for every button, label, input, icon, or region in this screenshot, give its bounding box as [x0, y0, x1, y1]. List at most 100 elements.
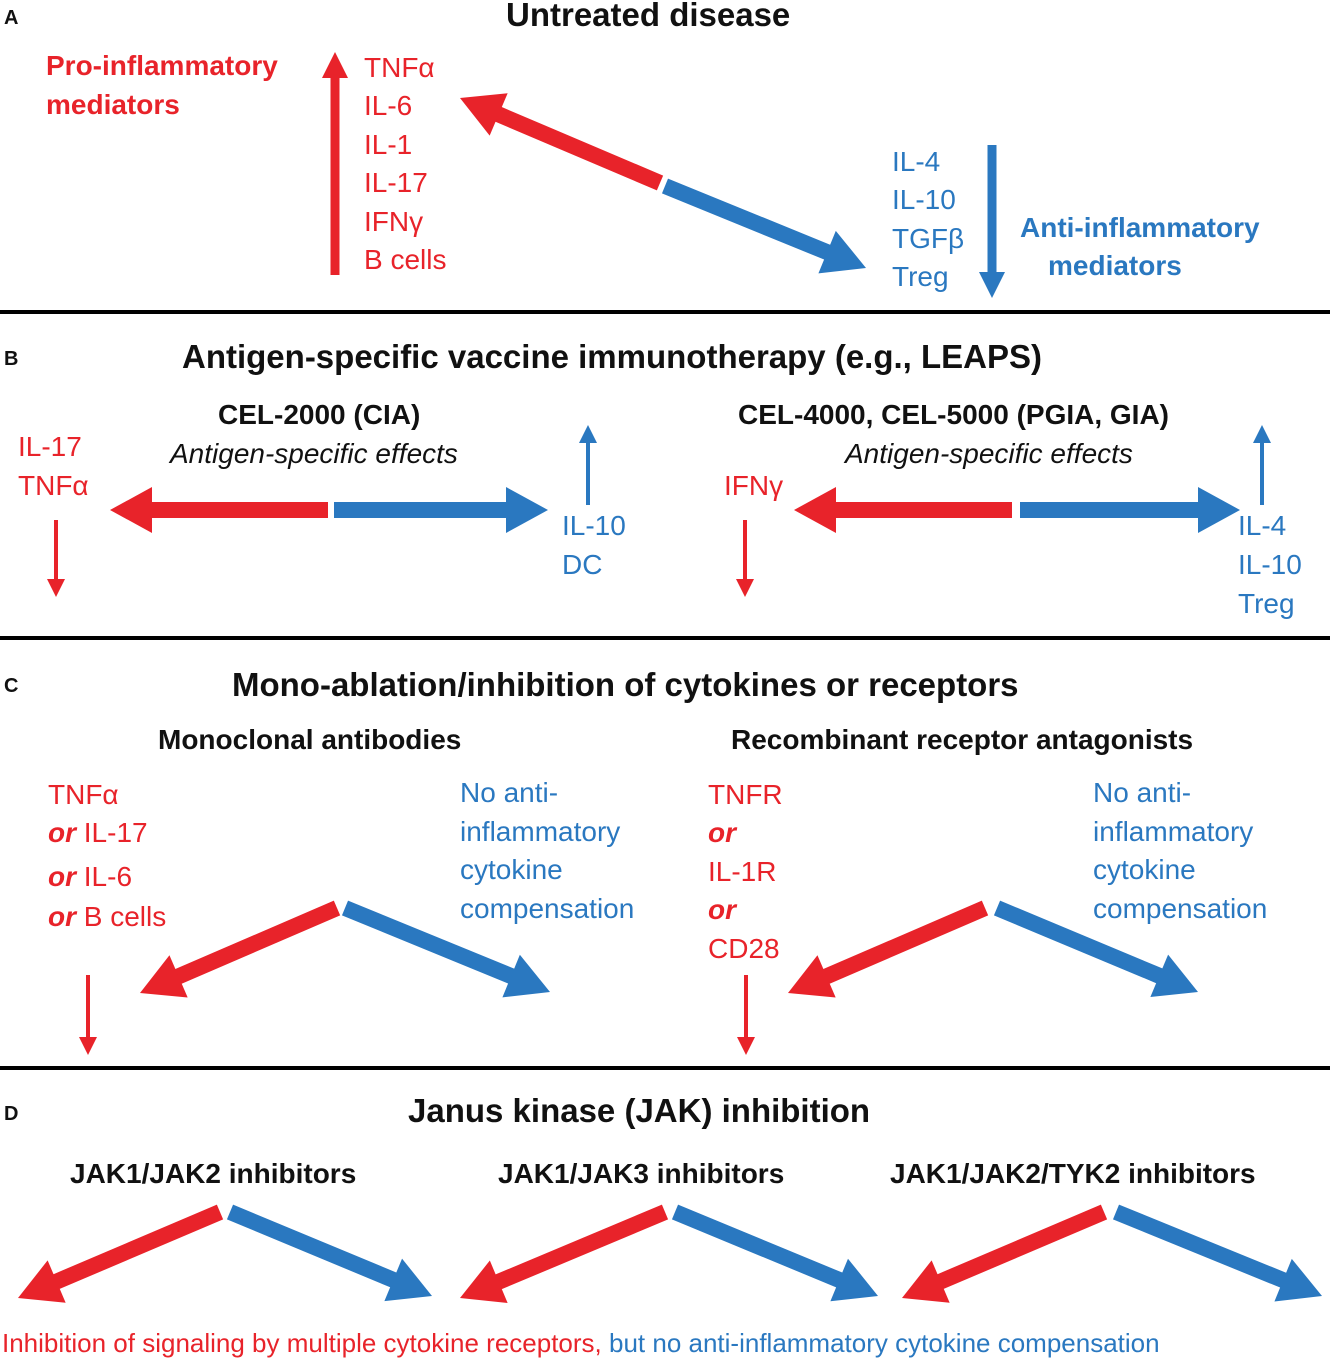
d-group-1-blue-arrow-shaft — [226, 1204, 398, 1288]
anti-label-line-2: mediators — [1048, 250, 1182, 281]
panel-b-left-up-dc: DC — [562, 549, 603, 580]
b-left-red-arrow — [110, 487, 328, 533]
anti-diagonal-arrow-shaft — [661, 178, 832, 260]
c-left-red-arrow-shaft — [174, 900, 341, 985]
or-connector: or — [48, 817, 76, 848]
c-right-blue-arrow-shaft — [993, 900, 1164, 984]
jak-group-1-label: JAK1/JAK2 inhibitors — [70, 1158, 357, 1189]
d-group-3-blue-arrow-head — [1274, 1258, 1322, 1302]
panel-d-title: Janus kinase (JAK) inhibition — [408, 1092, 871, 1129]
c-right-down-arrow-head — [737, 1037, 755, 1055]
b-left-up-arrow-head — [579, 425, 597, 443]
b-left-down-arrow — [47, 520, 65, 597]
pro-up-arrow — [322, 52, 348, 275]
pro-item-bcells: B cells — [364, 244, 447, 275]
or-connector: or — [48, 901, 76, 932]
d-group-2-blue-arrow-shaft — [671, 1204, 844, 1288]
panel-c-right-blue-3: cytokine — [1093, 854, 1196, 885]
or-connector: or — [708, 817, 736, 848]
panel-b-right-subheading: Antigen-specific effects — [845, 438, 1133, 469]
d-group-1-blue-arrow-head — [384, 1258, 432, 1302]
panel-c-left-blue-1: No anti- — [460, 777, 559, 808]
b-right-up-arrow-head — [1253, 425, 1271, 443]
c-right-red-arrow-head — [788, 955, 836, 998]
panel-b-left-down-tnfa: TNFα — [18, 470, 89, 501]
c-right-blue-arrow — [993, 900, 1198, 998]
panel-b-right-up-treg: Treg — [1238, 588, 1295, 619]
d-group-2-blue-arrow-head — [830, 1258, 878, 1302]
c-left-blue-arrow — [341, 900, 550, 998]
footer-red-text: Inhibition of signaling by multiple cyto… — [2, 1328, 602, 1358]
d-group-2-blue-arrow — [671, 1204, 878, 1302]
c-left-blue-arrow-shaft — [341, 900, 516, 984]
d-group-2-red-arrow — [460, 1204, 669, 1303]
c-left-blue-arrow-head — [502, 954, 550, 998]
panel-d-letter: D — [4, 1103, 19, 1125]
pro-label-line-2: mediators — [46, 89, 180, 120]
panel-c-left-red-row-1: or IL-17 — [48, 819, 148, 847]
b-left-down-arrow-head — [47, 579, 65, 597]
b-right-blue-arrow — [1020, 487, 1240, 533]
c-right-red-arrow — [788, 900, 989, 998]
or-connector: or — [708, 894, 736, 925]
b-right-red-arrow-head — [794, 487, 836, 533]
panel-b-right-down-ifng: IFNγ — [724, 470, 784, 501]
jak-group-3-label: JAK1/JAK2/TYK2 inhibitors — [890, 1158, 1256, 1189]
panel-b-right-up-il4: IL-4 — [1238, 510, 1287, 541]
panel-a-letter: A — [4, 7, 19, 29]
b-right-down-arrow — [736, 520, 754, 597]
panel-c-left-red-tnfa: TNFα — [48, 779, 119, 810]
panel-c-left-red-il6: IL-6 — [83, 861, 133, 892]
panel-a-title: Untreated disease — [506, 0, 791, 33]
c-left-red-arrow — [140, 900, 341, 998]
pro-label-line-1: Pro-inflammatory — [46, 50, 278, 81]
anti-label-line-1: Anti-inflammatory — [1020, 212, 1260, 243]
b-left-up-arrow — [579, 425, 597, 505]
d-group-3-red-arrow-head — [902, 1260, 950, 1303]
d-group-1-blue-arrow — [226, 1204, 432, 1302]
anti-item-il10: IL-10 — [892, 184, 956, 215]
panel-c-left-red-il17: IL-17 — [83, 817, 148, 848]
anti-item-treg: Treg — [892, 261, 949, 292]
b-right-red-arrow — [794, 487, 1012, 533]
d-group-3-red-arrow-shaft — [936, 1204, 1108, 1290]
pro-item-ifng: IFNγ — [364, 206, 424, 237]
b-right-blue-arrow-head — [1198, 487, 1240, 533]
c-right-blue-arrow-head — [1150, 954, 1198, 998]
b-left-blue-arrow-head — [506, 487, 548, 533]
panel-c-title: Mono-ablation/inhibition of cytokines or… — [232, 666, 1019, 703]
anti-down-arrow-head — [979, 272, 1005, 298]
b-right-down-arrow-head — [736, 579, 754, 597]
d-group-3-blue-arrow — [1112, 1204, 1322, 1302]
d-group-1-red-arrow-head — [18, 1260, 66, 1303]
panel-b-left-subheading: Antigen-specific effects — [170, 438, 458, 469]
pro-diagonal-arrow — [460, 93, 664, 191]
panel-c-right-red-cd28: CD28 — [708, 933, 780, 964]
c-right-down-arrow — [737, 975, 755, 1055]
or-connector: or — [48, 861, 76, 892]
pro-item-tnfa: TNFα — [364, 52, 435, 83]
panel-b-right-up-il10: IL-10 — [1238, 549, 1302, 580]
panel-b-left-up-il10: IL-10 — [562, 510, 626, 541]
pro-diagonal-arrow-head — [460, 93, 508, 136]
d-group-1-red-arrow — [18, 1204, 224, 1303]
pro-item-il17: IL-17 — [364, 167, 428, 198]
panel-c-left-blue-3: cytokine — [460, 854, 563, 885]
panel-c-left-red-row-2: or IL-6 — [48, 863, 132, 891]
panel-b-left-down-il17: IL-17 — [18, 431, 82, 462]
jak-group-2-label: JAK1/JAK3 inhibitors — [498, 1158, 785, 1189]
panel-c-right-red-il1r: IL-1R — [708, 856, 777, 887]
panel-b-right-heading: CEL-4000, CEL-5000 (PGIA, GIA) — [738, 399, 1170, 430]
d-group-2-red-arrow-shaft — [494, 1204, 669, 1290]
b-left-red-arrow-head — [110, 487, 152, 533]
panel-c-left-blue-2: inflammatory — [460, 816, 621, 847]
panel-c-left-red-bcells: B cells — [83, 901, 167, 932]
d-group-3-blue-arrow-shaft — [1112, 1204, 1288, 1288]
panel-c-left-blue-4: compensation — [460, 893, 635, 924]
anti-diagonal-arrow-head — [818, 230, 866, 274]
panel-b-title: Antigen-specific vaccine immunotherapy (… — [182, 338, 1043, 375]
c-left-down-arrow-head — [79, 1037, 97, 1055]
panel-b-letter: B — [4, 348, 19, 370]
c-left-red-arrow-head — [140, 955, 188, 998]
